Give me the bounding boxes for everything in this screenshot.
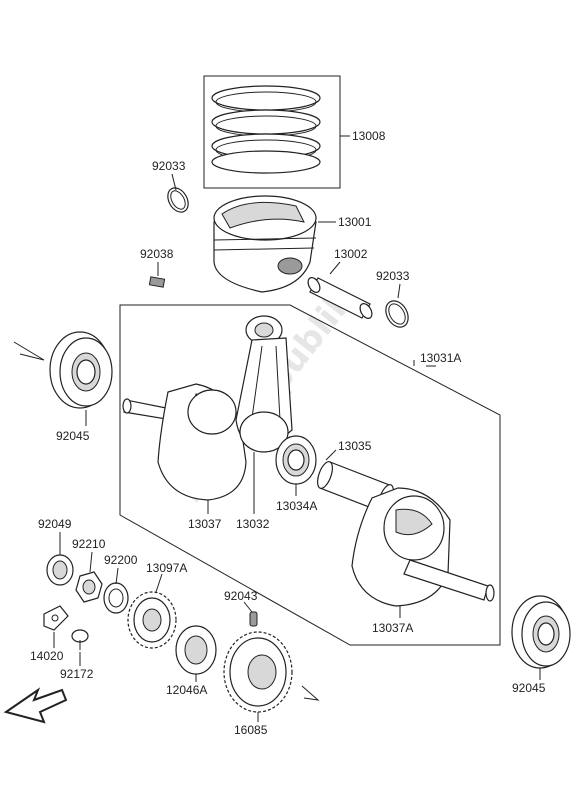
label-13035: 13035 [338,439,372,453]
nut-92210[interactable] [75,571,103,603]
left-main-bearing[interactable] [49,331,113,409]
leader-lines [13,135,541,722]
label-14020: 14020 [30,649,64,663]
label-13031A: 13031A [420,351,461,365]
washer-92200[interactable] [103,582,129,614]
front-arrow-icon [3,687,68,724]
pin-92043[interactable] [249,611,258,627]
key-92038[interactable] [148,276,166,288]
plate-14020[interactable] [43,605,69,631]
label-92172: 92172 [60,667,94,681]
label-13037: 13037 [188,517,222,531]
label-92049: 92049 [38,517,72,531]
label-12046A: 12046A [166,683,207,697]
label-13008: 13008 [352,129,386,143]
gear-13097A[interactable] [127,591,177,649]
label-13097A: 13097A [146,561,187,575]
label-92033-lower: 92033 [376,269,410,283]
piston-ring-set[interactable] [203,75,341,189]
needle-bearing[interactable] [275,435,317,485]
bushing-92049[interactable] [46,554,74,586]
label-92200: 92200 [104,553,138,567]
label-92033-upper: 92033 [152,159,186,173]
piston[interactable] [213,195,317,293]
label-16085: 16085 [234,723,268,737]
crankshaft-left-half[interactable] [122,383,247,501]
label-13034A: 13034A [276,499,317,513]
label-92043: 92043 [224,589,258,603]
label-92210: 92210 [72,537,106,551]
right-main-bearing[interactable] [511,595,571,669]
bearing-12046A[interactable] [175,625,217,675]
part-number-labels: 13008 92033 13001 92038 13002 92033 1303… [30,129,546,737]
piston-pin-clip-upper[interactable] [164,184,193,216]
piston-pin[interactable] [306,276,375,321]
label-13002: 13002 [334,247,368,261]
gear-16085[interactable] [223,631,293,713]
crankshaft-right-half[interactable] [351,487,495,607]
crankshaft-assembly-outline [119,304,501,646]
label-92038: 92038 [140,247,174,261]
label-13032: 13032 [236,517,270,531]
label-92045-left: 92045 [56,429,90,443]
piston-pin-clip-lower[interactable] [381,297,412,331]
label-13037A: 13037A [372,621,413,635]
label-92045-right: 92045 [512,681,546,695]
bolt-92172[interactable] [71,629,89,650]
label-13001: 13001 [338,215,372,229]
connecting-rod[interactable] [235,315,293,453]
